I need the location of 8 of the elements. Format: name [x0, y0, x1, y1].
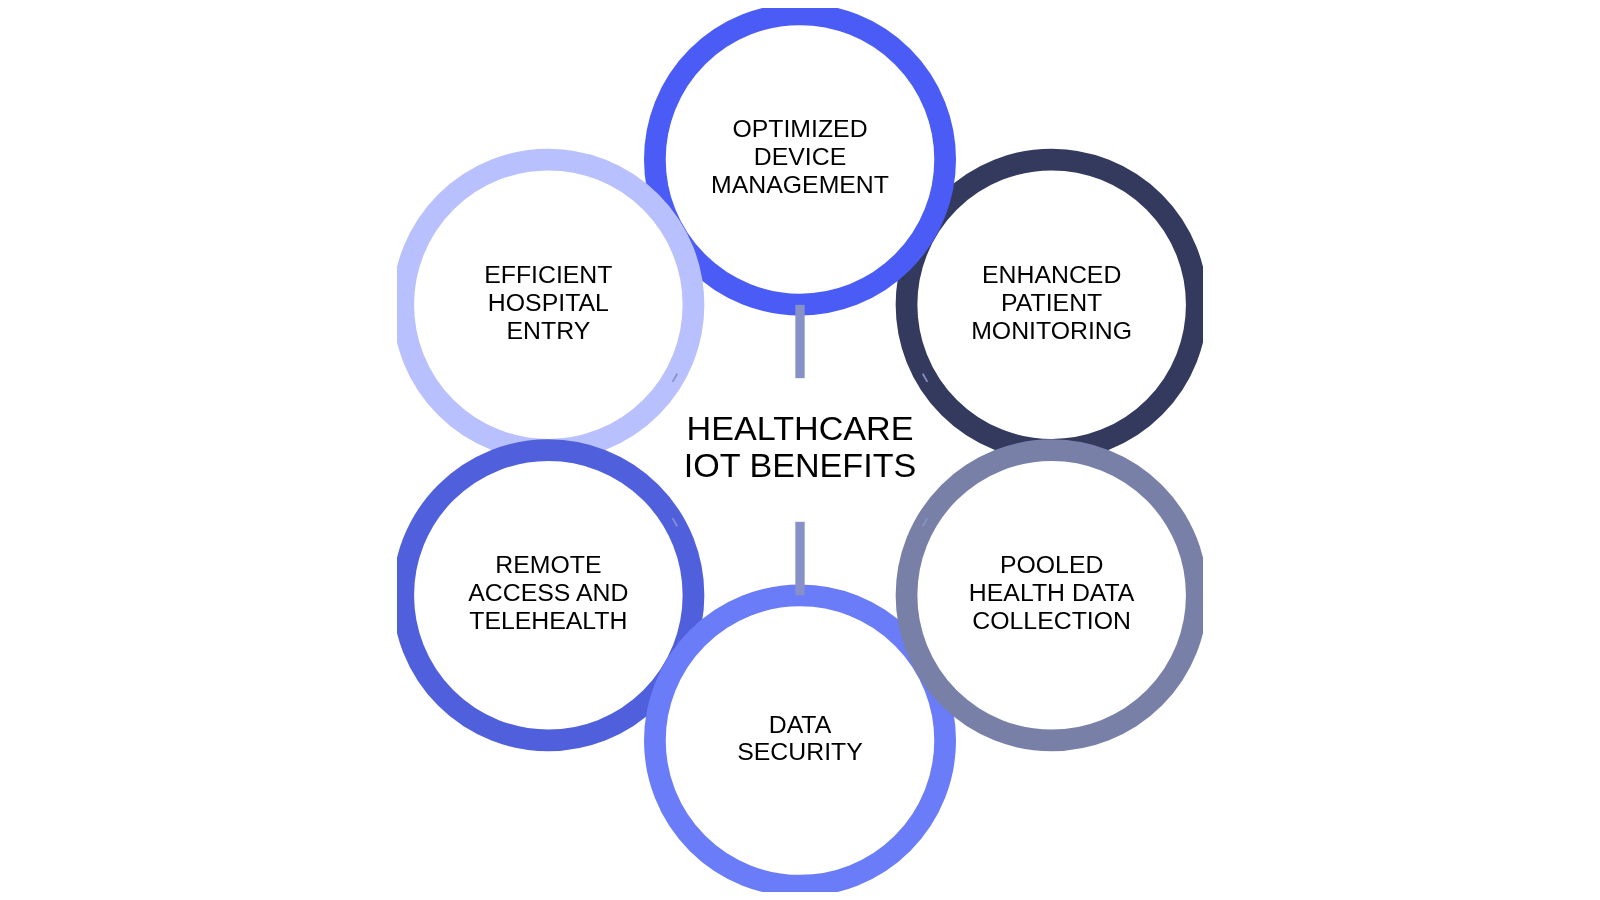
connector	[671, 373, 678, 383]
node-circle: DATA SECURITY	[644, 584, 956, 892]
connector	[671, 517, 678, 527]
connector	[795, 521, 805, 596]
node-circle: OPTIMIZED DEVICE MANAGEMENT	[644, 8, 956, 316]
connector	[795, 304, 805, 379]
connector	[922, 517, 929, 527]
connector	[922, 373, 929, 383]
